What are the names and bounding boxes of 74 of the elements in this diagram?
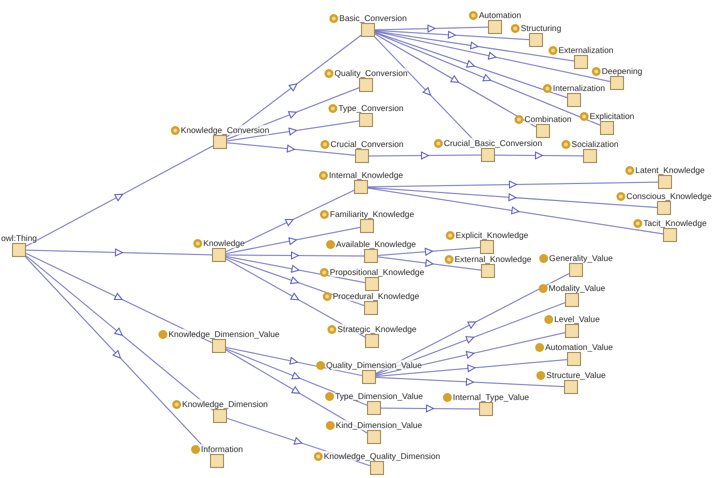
class-label: Structuring	[520, 23, 562, 33]
class-label: Internal_Type_Value	[452, 392, 530, 402]
class-label: Available_Knowledge	[336, 239, 416, 249]
subclass-arrow	[378, 247, 480, 256]
subclass-arrow	[226, 256, 366, 284]
class-label: Automation_Value	[545, 342, 613, 352]
subclass-arrow	[374, 31, 610, 82]
class-label: Procedural_Knowledge	[332, 291, 420, 301]
class-label: Knowledge_Dimension_Value	[168, 329, 280, 339]
class-label: Level_Value	[554, 314, 600, 324]
class-label: Kind_Dimension_Value	[336, 420, 422, 430]
subclass-arrow	[376, 376, 564, 388]
class-label: Information	[201, 444, 243, 454]
subclass-arrow	[368, 180, 658, 188]
subclass-arrow	[226, 120, 360, 142]
subclass-arrow	[226, 252, 364, 260]
class-label: Strategic_Knowledge	[337, 324, 417, 334]
class-label: Quality_Conversion	[334, 68, 408, 78]
class-label: Type_Dimension_Value	[335, 391, 423, 401]
subclass-arrow	[368, 152, 482, 160]
class-label: Knowledge	[203, 238, 245, 248]
subclass-arrow	[376, 332, 566, 376]
class-label: Explicit_Knowledge	[456, 230, 528, 240]
subclass-arrow	[226, 34, 362, 138]
subclass-arrow	[26, 145, 214, 247]
subclass-arrow	[368, 186, 658, 208]
class-label: Internalization	[552, 83, 606, 93]
class-label: Generality_Value	[549, 253, 613, 263]
class-label: Crucial_Conversion	[330, 139, 404, 149]
subclass-arrow	[376, 273, 570, 374]
class-label: Type_Conversion	[338, 103, 404, 113]
class-label: Structure_Value	[546, 370, 606, 380]
subclass-arrow	[226, 142, 356, 156]
subclass-arrow	[378, 256, 482, 271]
class-label: Explicitation	[590, 111, 634, 121]
subclass-arrow	[226, 226, 360, 254]
class-label: Familiarity_Knowledge	[330, 209, 414, 219]
class-label: Socialization	[571, 139, 619, 149]
subclass-arrow	[374, 30, 574, 62]
class-label: Knowledge_Conversion	[180, 125, 270, 135]
subclass-arrow	[26, 248, 212, 256]
subclass-arrow	[374, 32, 600, 126]
class-label: Knowledge_Dimension	[182, 399, 268, 409]
subclass-arrow	[374, 34, 536, 128]
subclass-arrow	[226, 258, 366, 338]
class-label: Quality_Dimension_Value	[326, 360, 422, 370]
subclass-arrow	[226, 190, 354, 252]
class-label: Knowledge_Quality_Dimension	[324, 451, 440, 461]
subclass-arrow	[368, 188, 664, 234]
class-label: Internal_Knowledge	[328, 170, 404, 180]
class-label: Deepening	[602, 66, 642, 76]
class-label: Crucial_Basic_Conversion	[444, 138, 542, 148]
class-label: Externalization	[558, 45, 614, 55]
class-label: owl:Thing	[1, 233, 37, 243]
subclass-arrow	[494, 152, 584, 160]
class-label: Propositional_Knowledge	[330, 267, 424, 277]
class-label: Tacit_Knowledge	[643, 218, 707, 228]
subclass-arrow	[374, 32, 568, 98]
subclass-arrow	[374, 30, 530, 40]
class-label: Latent_Knowledge	[635, 165, 705, 175]
class-label: Combination	[524, 114, 572, 124]
class-label: Modality_Value	[548, 283, 606, 293]
subclass-arrow	[226, 350, 368, 434]
subclass-arrow	[380, 404, 480, 412]
subclass-arrow	[226, 256, 364, 306]
class-label: Basic_Conversion	[339, 13, 407, 23]
subclass-arrow	[26, 252, 212, 344]
subclass-arrow	[374, 24, 488, 32]
subclass-arrow	[26, 255, 214, 411]
subclass-arrow	[376, 359, 568, 377]
class-label: External_Knowledge	[454, 254, 532, 264]
subclass-arrow	[226, 346, 362, 376]
class-label: Automation	[478, 10, 522, 20]
class-label: Conscious_Knowledge	[626, 191, 712, 201]
